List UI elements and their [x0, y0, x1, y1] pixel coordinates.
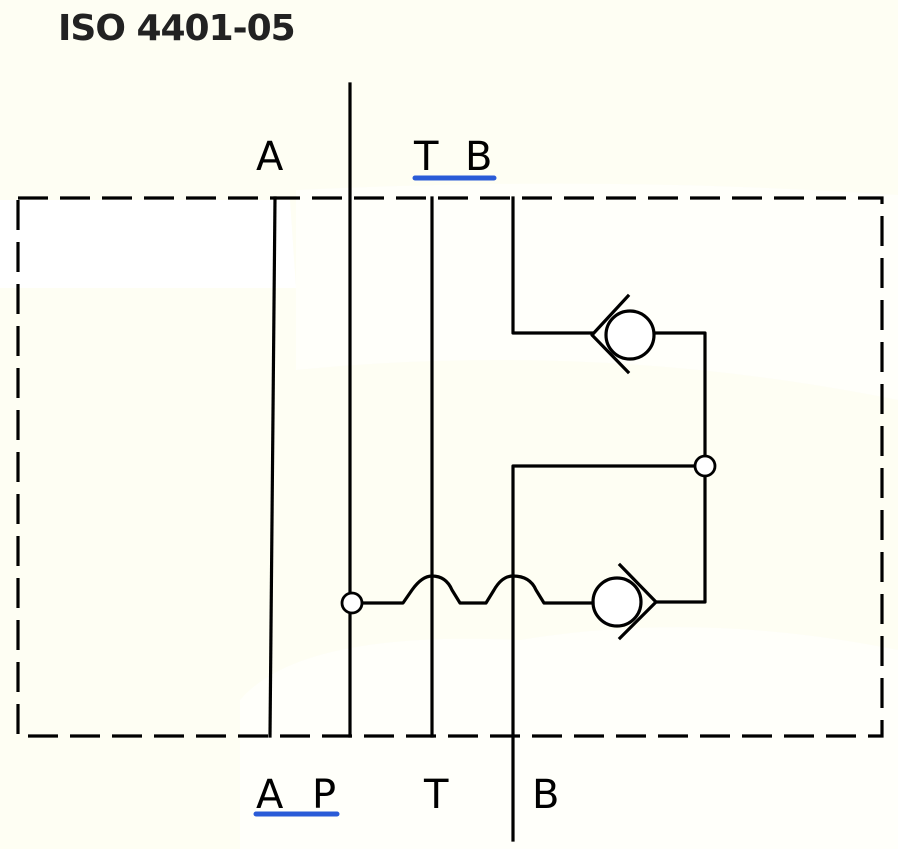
- background-patches: [0, 183, 898, 849]
- bottom-label-b: B: [532, 772, 559, 818]
- p-junction-node: [340, 591, 364, 615]
- port-a-line: [268, 196, 277, 738]
- diagram-title: ISO 4401-05: [58, 8, 295, 49]
- top-label-t: T: [413, 134, 439, 180]
- bottom-label-a: A: [256, 772, 284, 818]
- b-junction-node: [693, 454, 717, 478]
- lower-check-valve: [591, 562, 658, 641]
- bottom-label-t: T: [423, 772, 449, 818]
- port-b-upper-line: [511, 196, 594, 335]
- bottom-label-p: P: [312, 772, 336, 818]
- manifold-boundary: [16, 196, 884, 738]
- crossover-line: [360, 574, 595, 605]
- top-label-b: B: [465, 134, 492, 180]
- upper-check-valve: [590, 293, 656, 375]
- top-label-a: A: [256, 134, 284, 180]
- port-b-lower-line: [511, 464, 696, 842]
